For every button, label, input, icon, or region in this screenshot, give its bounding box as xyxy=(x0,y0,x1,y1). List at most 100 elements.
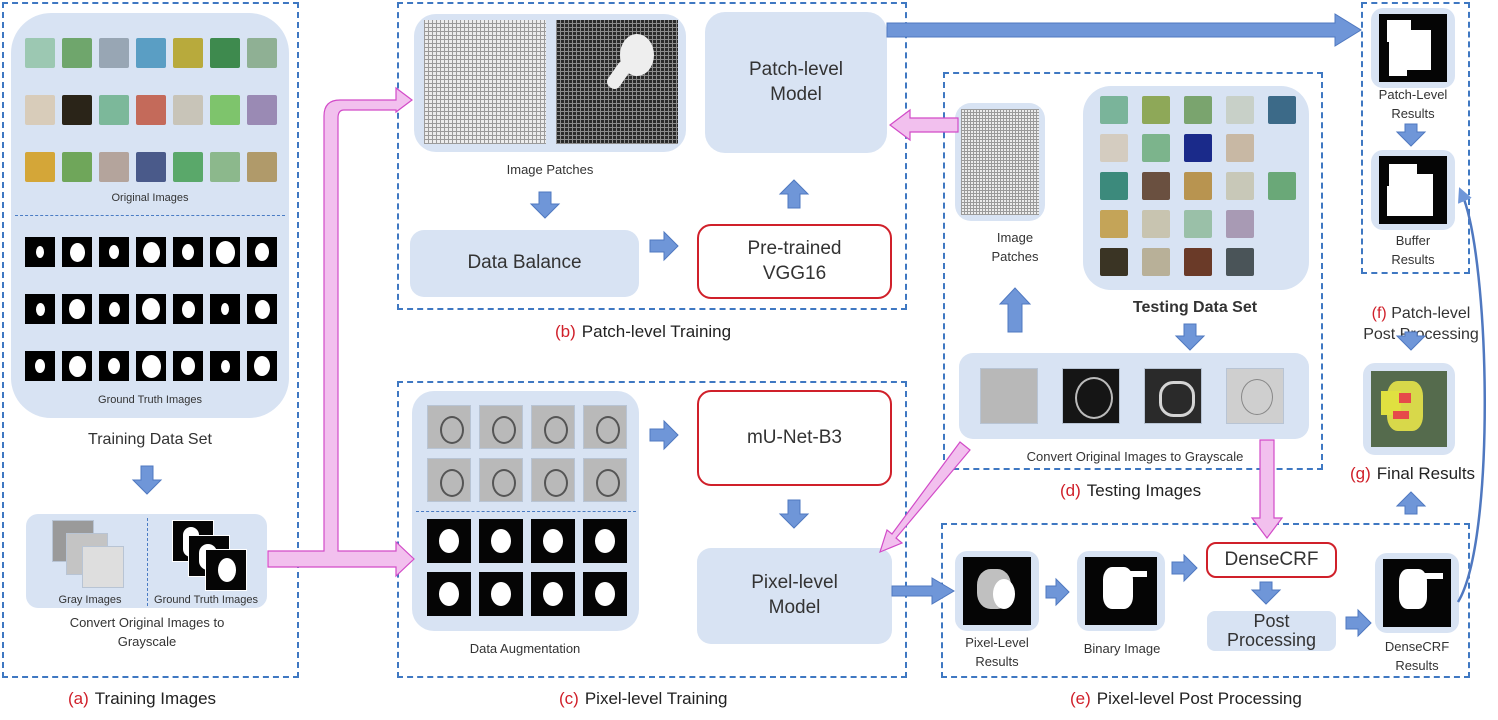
binary-image xyxy=(1085,557,1157,625)
augmented-binary-thumb xyxy=(479,572,523,616)
testing-image-thumb xyxy=(1100,248,1128,276)
original-image-thumb xyxy=(173,38,203,68)
section-f-title: (f) Patch-level Post Processing xyxy=(1363,304,1479,343)
original-images-label: Original Images xyxy=(111,192,189,204)
original-image-thumb xyxy=(210,152,240,182)
original-image-thumb xyxy=(173,95,203,125)
original-image-thumb xyxy=(247,38,277,68)
augmentation-divider xyxy=(416,511,636,512)
augmented-gray-thumb xyxy=(427,458,471,502)
testing-image-thumb xyxy=(1100,172,1128,200)
original-image-thumb xyxy=(62,152,92,182)
augmented-gray-thumb xyxy=(479,458,523,502)
testing-image-thumb xyxy=(1184,134,1212,162)
ground-truth-images-label: Ground Truth Images xyxy=(98,394,202,406)
test-image-patches-label: Image Patches xyxy=(991,230,1039,264)
augmented-binary-thumb xyxy=(583,572,627,616)
image-patches-label: Image Patches xyxy=(506,162,594,177)
training-images-panel xyxy=(2,2,299,678)
testing-image-thumb xyxy=(1226,210,1254,238)
arrow-testset-to-gray xyxy=(1174,323,1206,351)
ground-truth-mask-thumb xyxy=(136,237,166,267)
arrow-densecrf-to-post xyxy=(1250,581,1282,605)
testing-image-thumb xyxy=(1226,172,1254,200)
pixel-level-training-panel xyxy=(397,381,907,678)
testing-image-thumb xyxy=(1100,96,1128,124)
arrow-training-to-gray xyxy=(131,465,163,495)
augmented-binary-thumb xyxy=(427,572,471,616)
original-image-thumb xyxy=(25,38,55,68)
arrow-fpost-to-final xyxy=(1395,331,1427,351)
testing-data-set-label: Testing Data Set xyxy=(1132,299,1258,316)
original-image-thumb xyxy=(210,95,240,125)
original-image-thumb xyxy=(173,152,203,182)
final-results-image xyxy=(1371,371,1447,447)
arrow-patches-to-balance xyxy=(529,191,561,219)
mu-net-b3-node: mU-Net-B3 xyxy=(697,390,892,486)
section-d-title: (d)Testing Images xyxy=(1060,481,1202,500)
ground-truth-mask-thumb xyxy=(136,351,166,381)
convert-grayscale-label: Convert Original Images to Grayscale xyxy=(69,615,225,649)
ground-truth-mask-thumb xyxy=(247,294,277,324)
ground-truth-mask-thumb xyxy=(99,237,129,267)
ground-truth-mask-thumb xyxy=(210,237,240,267)
arrow-patchmodel-to-patchres xyxy=(886,13,1362,47)
testing-images-panel xyxy=(943,72,1323,470)
data-balance-node: Data Balance xyxy=(410,230,639,297)
original-image-thumb xyxy=(99,95,129,125)
original-image-thumb xyxy=(136,38,166,68)
arrow-model-to-pixelres xyxy=(891,577,955,605)
ground-truth-mask-thumb xyxy=(247,351,277,381)
original-image-thumb xyxy=(99,38,129,68)
augmented-gray-thumb xyxy=(583,458,627,502)
densecrf-results-image xyxy=(1383,559,1451,627)
augmented-binary-thumb xyxy=(531,572,575,616)
buffer-results-label: Buffer Results xyxy=(1391,233,1435,267)
ground-truth-mask-thumb xyxy=(136,294,166,324)
augmented-gray-thumb xyxy=(583,405,627,449)
densecrf-results-label: DenseCRF Results xyxy=(1384,639,1450,673)
testing-image-thumb xyxy=(1142,248,1170,276)
pink-arrow-testpatches-to-patchmodel xyxy=(889,108,959,142)
image-patch-grid-light xyxy=(424,20,546,144)
image-patch-grid-dark xyxy=(556,20,678,144)
original-image-thumb xyxy=(62,38,92,68)
ground-truth-mask-thumb xyxy=(62,294,92,324)
ground-truth-mask-thumb xyxy=(173,294,203,324)
ground-truth-mask-thumb xyxy=(247,237,277,267)
data-augmentation-label: Data Augmentation xyxy=(469,641,581,656)
training-data-set-label: Training Data Set xyxy=(88,431,212,448)
section-e-title: (e)Pixel-level Post Processing xyxy=(1070,689,1302,708)
test-gray-image-2 xyxy=(1062,368,1120,424)
section-c-title: (c)Pixel-level Training xyxy=(559,689,728,708)
pink-arrow-gray-to-densecrf xyxy=(1250,439,1284,539)
patch-level-training-panel xyxy=(397,2,907,310)
original-image-thumb xyxy=(25,152,55,182)
ground-truth-mask-thumb xyxy=(25,237,55,267)
pixel-post-processing-panel xyxy=(941,523,1470,678)
augmented-binary-thumb xyxy=(479,519,523,563)
grayscale-divider xyxy=(147,518,148,606)
pixel-level-model-node: Pixel-level Model xyxy=(697,548,892,644)
testing-image-thumb xyxy=(1142,96,1170,124)
pink-arrow-gray-to-augmentation xyxy=(267,86,415,578)
testing-image-thumb xyxy=(1142,134,1170,162)
pink-arrow-gray-to-pixelmodel xyxy=(879,441,971,554)
ground-truth-mask-thumb xyxy=(173,351,203,381)
section-a-title: (a)Training Images xyxy=(68,689,217,708)
ground-truth-mask-thumb xyxy=(99,294,129,324)
test-gray-image-1 xyxy=(980,368,1038,424)
ground-truth-mask-thumb xyxy=(99,351,129,381)
arrow-binary-to-densecrf xyxy=(1171,553,1198,583)
section-g-title: (g)Final Results xyxy=(1350,464,1476,483)
augmented-gray-thumb xyxy=(531,458,575,502)
ground-truth-mask-thumb xyxy=(62,237,92,267)
arrow-pixelres-to-binary xyxy=(1045,577,1070,607)
augmented-gray-thumb xyxy=(531,405,575,449)
pretrained-vgg16-node: Pre-trained VGG16 xyxy=(697,224,892,299)
pixel-results-image xyxy=(963,557,1031,625)
patch-level-results-label: Patch-Level Results xyxy=(1378,87,1448,121)
ground-truth-mask-thumb xyxy=(210,351,240,381)
original-image-thumb xyxy=(210,38,240,68)
densecrf-node: DenseCRF xyxy=(1206,542,1337,578)
